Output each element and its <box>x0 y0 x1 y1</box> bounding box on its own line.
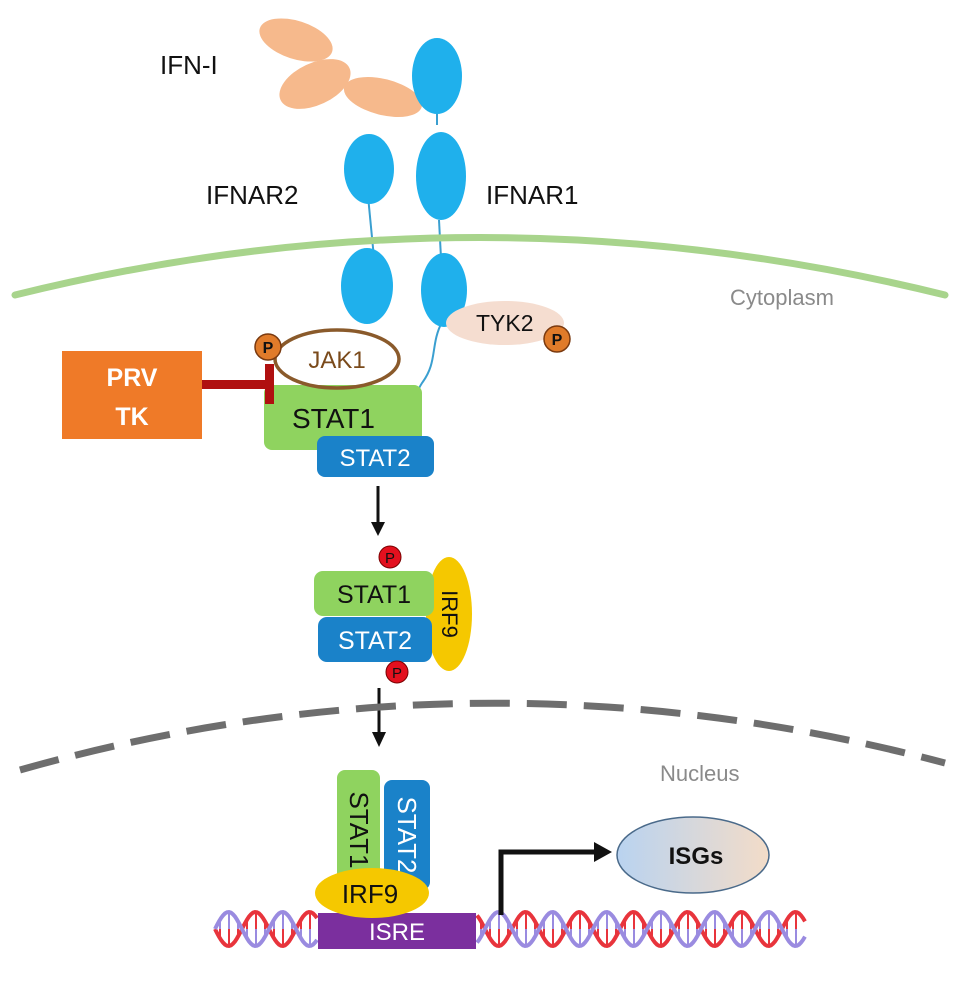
stat1-receptor-label: STAT1 <box>292 403 375 434</box>
ifn-ligands <box>259 18 423 117</box>
nuclear-envelope <box>19 699 946 774</box>
isgs-label: ISGs <box>669 843 724 870</box>
prv-tk-box <box>62 351 202 439</box>
ifn-ligand <box>259 18 333 62</box>
ifnar1-label: IFNAR1 <box>486 180 578 210</box>
stat1-receptor-bound <box>264 385 422 450</box>
tk-label: TK <box>115 403 148 431</box>
dna-base-pairs <box>219 912 797 946</box>
isre-label: ISRE <box>369 919 425 946</box>
stat1-cytoplasm-label: STAT1 <box>337 581 411 609</box>
ifnar2-label: IFNAR2 <box>206 180 298 210</box>
arrow-down-icon <box>371 486 385 536</box>
prv-label: PRV <box>107 364 158 392</box>
cytoplasm-label: Cytoplasm <box>730 285 834 310</box>
isgs-product <box>616 816 770 894</box>
stat2-phospho-group <box>385 660 409 684</box>
bent-arrow-icon <box>498 842 612 915</box>
ifn-ligand <box>279 59 351 109</box>
stat1-nucleus <box>337 770 380 890</box>
irf9-cytoplasm <box>426 557 472 671</box>
jak1-phospho-group <box>254 333 282 361</box>
cell-membrane <box>11 234 949 299</box>
stat1-cytoplasm <box>314 571 434 616</box>
arrow-down-icon <box>372 688 386 747</box>
stat2-nucleus-label: STAT2 <box>392 796 422 873</box>
ifnar2-intracellular-domain <box>341 248 393 324</box>
irf9-nucleus-label: IRF9 <box>342 879 398 909</box>
isgf3-complex-nucleus: ISRE STAT1 STAT2 IRF9 <box>315 770 476 949</box>
stat2-receptor-label: STAT2 <box>339 445 410 472</box>
ifnar1-receptor <box>412 38 467 327</box>
ifnar2-extracellular-domain <box>344 134 394 204</box>
ifnar2-receptor <box>341 134 394 324</box>
stat2-cytoplasm <box>318 617 432 662</box>
stat2-cytoplasm-label: STAT2 <box>338 627 412 655</box>
irf9-cytoplasm-label: IRF9 <box>437 590 462 638</box>
tyk2-kinase <box>446 301 564 345</box>
jak1-phospho-label: P <box>263 340 274 357</box>
inhibition-icon <box>202 364 274 404</box>
ifn-ligand <box>343 77 423 117</box>
stat1-phospho-label: P <box>385 550 395 567</box>
tyk2-phospho-label: P <box>552 332 563 349</box>
isgf3-complex-cytoplasm: IRF9 STAT1 STAT2 P P <box>314 545 472 684</box>
irf9-nucleus <box>315 868 429 918</box>
ifnar1-extracellular-domain <box>416 132 466 220</box>
isre-element <box>318 913 476 949</box>
ifnar1-intracellular-domain <box>421 253 467 327</box>
tyk2-label: TYK2 <box>476 310 534 336</box>
ifn-label: IFN-I <box>160 50 218 80</box>
stat2-receptor-bound <box>317 436 434 477</box>
stat2-nucleus <box>384 780 430 890</box>
jak1-kinase <box>273 328 401 390</box>
nucleus-label: Nucleus <box>660 761 739 786</box>
stat2-phospho-label: P <box>392 665 402 682</box>
stat1-nucleus-label: STAT1 <box>344 791 374 868</box>
tyk2-phospho-group <box>543 325 571 353</box>
ifnar1-top-domain <box>412 38 462 114</box>
dna-helix <box>213 909 807 949</box>
jak1-label: JAK1 <box>308 347 365 374</box>
stat1-phospho-group <box>378 545 402 569</box>
